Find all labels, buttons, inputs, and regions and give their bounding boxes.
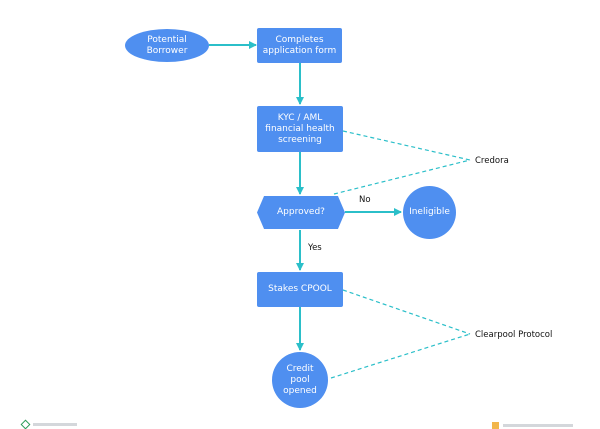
footer-logo-left (20, 419, 92, 429)
node-application-form: Completes application form (257, 28, 342, 63)
logo-square-icon (492, 422, 499, 429)
edge-label-yes: Yes (308, 243, 322, 253)
node-potential-borrower: Potential Borrower (125, 29, 209, 62)
dashed-credora-lower (333, 159, 471, 195)
logo-wordmark (33, 422, 77, 426)
annotation-credora: Credora (475, 156, 509, 166)
dashed-clearpool-lower (330, 333, 471, 379)
annotation-clearpool-protocol: Clearpool Protocol (475, 330, 553, 340)
dashed-credora-upper (342, 130, 471, 161)
node-stakes-cpool: Stakes CPOOL (257, 272, 343, 307)
logo-wordmark-right (503, 424, 573, 427)
node-ineligible: Ineligible (403, 186, 456, 239)
node-credit-pool-opened: Credit pool opened (272, 352, 328, 408)
edge-label-no: No (359, 195, 371, 205)
node-approved-decision: Approved? (257, 196, 345, 229)
footer-logo-right (492, 422, 573, 429)
dashed-clearpool-upper (342, 289, 471, 335)
node-kyc-screening: KYC / AML financial health screening (257, 106, 343, 152)
